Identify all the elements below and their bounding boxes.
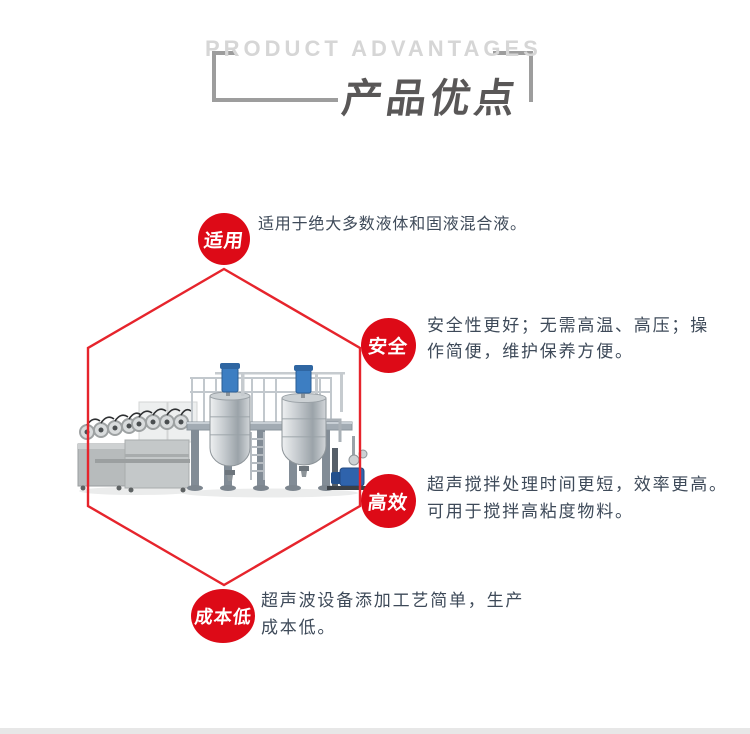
advantage-badge-anquan: 安全 <box>361 318 416 373</box>
product-photo <box>75 360 370 505</box>
section-title-text: 产品优点 <box>339 77 522 121</box>
advantage-badge-label: 安全 <box>366 337 410 358</box>
advantage-text-gaoxiao: 超声搅拌处理时间更短，效率更高。 可用于搅拌高粘度物料。 <box>427 471 728 525</box>
advantage-text-line: 适用于绝大多数液体和固液混合液。 <box>258 216 527 233</box>
advantage-text-line: 可用于搅拌高粘度物料。 <box>427 502 634 521</box>
advantage-text-anquan: 安全性更好；无需高温、高压；操 作简便，维护保养方便。 <box>427 313 709 365</box>
advantage-badge-label: 高效 <box>366 492 410 514</box>
section-title: 产品优点 <box>325 66 537 124</box>
advantage-badge-chengbendi: 成本低 <box>191 589 255 643</box>
bracket-left-top <box>212 51 236 55</box>
bracket-right-top <box>493 51 533 55</box>
advantage-text-line: 安全性更好；无需高温、高压；操 <box>427 316 709 335</box>
bracket-right-vertical <box>529 51 533 102</box>
section-bottom-divider <box>0 728 750 734</box>
section-eyebrow: PRODUCT ADVANTAGES <box>205 36 542 61</box>
advantage-text-shiyong: 适用于绝大多数液体和固液混合液。 <box>258 212 527 237</box>
bracket-left-vertical <box>212 51 216 102</box>
bracket-left-bottom-line <box>212 98 338 102</box>
advantage-text-line: 作简便，维护保养方便。 <box>427 342 634 361</box>
advantage-badge-label: 适用 <box>202 230 246 252</box>
ultrasonic-mixing-equipment-illustration <box>77 363 369 498</box>
advantage-badge-gaoxiao: 高效 <box>361 474 416 528</box>
advantage-text-line: 成本低。 <box>261 618 337 637</box>
advantage-badge-shiyong: 适用 <box>198 213 250 265</box>
advantage-badge-label: 成本低 <box>193 607 253 627</box>
advantage-text-line: 超声波设备添加工艺简单，生产 <box>261 591 525 610</box>
advantage-text-line: 超声搅拌处理时间更短，效率更高。 <box>427 475 728 494</box>
advantage-text-chengbendi: 超声波设备添加工艺简单，生产 成本低。 <box>261 587 524 641</box>
